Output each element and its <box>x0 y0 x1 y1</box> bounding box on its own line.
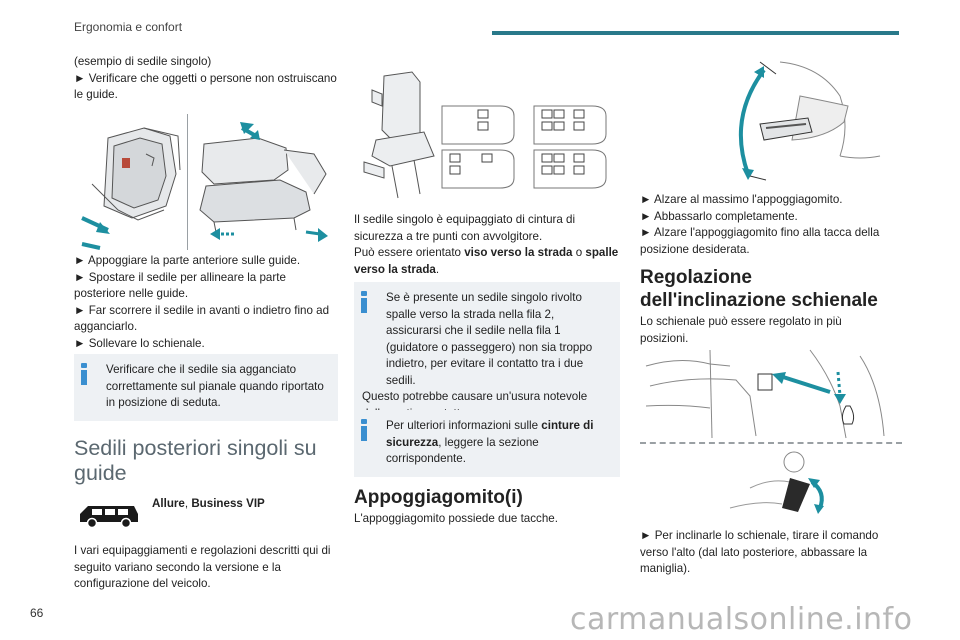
intro-line-2: ► Verificare che oggetti o persone non o… <box>74 71 337 102</box>
armrest-steps: ► Alzare al massimo l'appoggiagomito. ► … <box>640 192 902 258</box>
intro-line-1: (esempio di sedile singolo) <box>74 55 212 68</box>
seat-rails-drawing <box>81 122 328 250</box>
note-contact-text: Se è presente un sedile singolo rivolto … <box>386 291 593 387</box>
recline-text: Lo schienale può essere regolato in più … <box>640 315 842 345</box>
version-business-vip: Business VIP <box>191 497 265 510</box>
version-allure: Allure <box>152 497 185 510</box>
intro-text: (esempio di sedile singolo) ► Verificare… <box>74 54 338 104</box>
recline-seat-illustration <box>720 448 840 518</box>
equipment-text: I vari equipaggiamenti e regolazioni des… <box>74 544 331 590</box>
header-accent-bar <box>492 31 899 35</box>
seat-step-3: ► Far scorrere il sedile in avanti o ind… <box>74 303 330 334</box>
illustration-divider <box>187 114 188 250</box>
orientation-text-e: . <box>435 262 440 276</box>
seat-step-4: ► Sollevare lo schienale. <box>74 336 205 350</box>
note-seatbelt-text: Per ulteriori informazioni sulle cinture… <box>362 418 612 468</box>
column-right: ► Alzare al massimo l'appoggiagomito. ► … <box>640 56 902 596</box>
page-header-title: Ergonomia e confort <box>74 20 183 34</box>
orientation-text-a: Può essere orientato <box>354 246 465 259</box>
armrest-step-3: ► Alzare l'appoggiagomito fino alla tacc… <box>640 226 880 256</box>
info-icon <box>360 291 368 313</box>
armrest-step-2: ► Abbassarlo completamente. <box>640 209 798 223</box>
versions-line: Allure, Business VIP <box>152 496 332 513</box>
orientation-backward: spalle verso la strada <box>354 246 619 276</box>
backrest-control-illustration <box>640 346 902 442</box>
seatbelt-text: Il sedile singolo è equipaggiato di cint… <box>354 213 576 243</box>
armrest-text: L'appoggiagomito possiede due tacche. <box>354 512 558 525</box>
single-seat-layout-illustration <box>354 70 620 210</box>
page-number: 66 <box>30 606 44 620</box>
recline-heading: Regolazione dell'inclinazione schienale <box>640 267 878 311</box>
note-box-seat-locked: Verificare che il sedile sia agganciato … <box>74 354 338 421</box>
armrest-heading: Appoggiagomito(i) <box>354 487 523 508</box>
seat-step-2: ► Spostare il sedile per allineare la pa… <box>74 270 286 301</box>
recline-step: ► Per inclinarle lo schienale, tirare il… <box>640 529 879 575</box>
note-box-seatbelts: Per ulteriori informazioni sulle cinture… <box>354 410 620 477</box>
watermark: carmanualsonline.info <box>570 602 913 637</box>
note-seatbelt-a: Per ulteriori informazioni sulle <box>386 419 542 432</box>
version-separator: , <box>184 497 192 510</box>
note-seatbelt-b: cinture di sicurezza <box>386 419 594 449</box>
van-icon <box>76 502 142 530</box>
note-seatbelt-c: , leggere la sezione corrispondente. <box>386 435 539 466</box>
column-middle: Il sedile singolo è equipaggiato di cint… <box>354 70 620 540</box>
seat-step-1: ► Appoggiare la parte anteriore sulle gu… <box>74 254 301 267</box>
armrest-step-1: ► Alzare al massimo l'appoggiagomito. <box>640 193 843 206</box>
orientation-forward: viso verso la strada <box>464 246 573 259</box>
info-icon <box>360 419 368 441</box>
dashed-separator <box>640 442 902 444</box>
column-left: (esempio di sedile singolo) ► Verificare… <box>74 54 338 594</box>
section-heading: Sedili posteriori singoli su guide <box>74 436 317 485</box>
seat-steps: ► Appoggiare la parte anteriore sulle gu… <box>74 253 338 352</box>
note-text: Verificare che il sedile sia agganciato … <box>106 363 324 409</box>
armrest-illustration <box>720 56 896 184</box>
seat-rails-illustration <box>74 114 338 250</box>
orientation-text-c: o <box>572 246 586 259</box>
info-icon <box>80 363 88 385</box>
orientation-text: Può essere orientato viso verso la strad… <box>354 245 620 278</box>
note-box-seat-contact: Se è presente un sedile singolo rivolto … <box>354 282 620 431</box>
